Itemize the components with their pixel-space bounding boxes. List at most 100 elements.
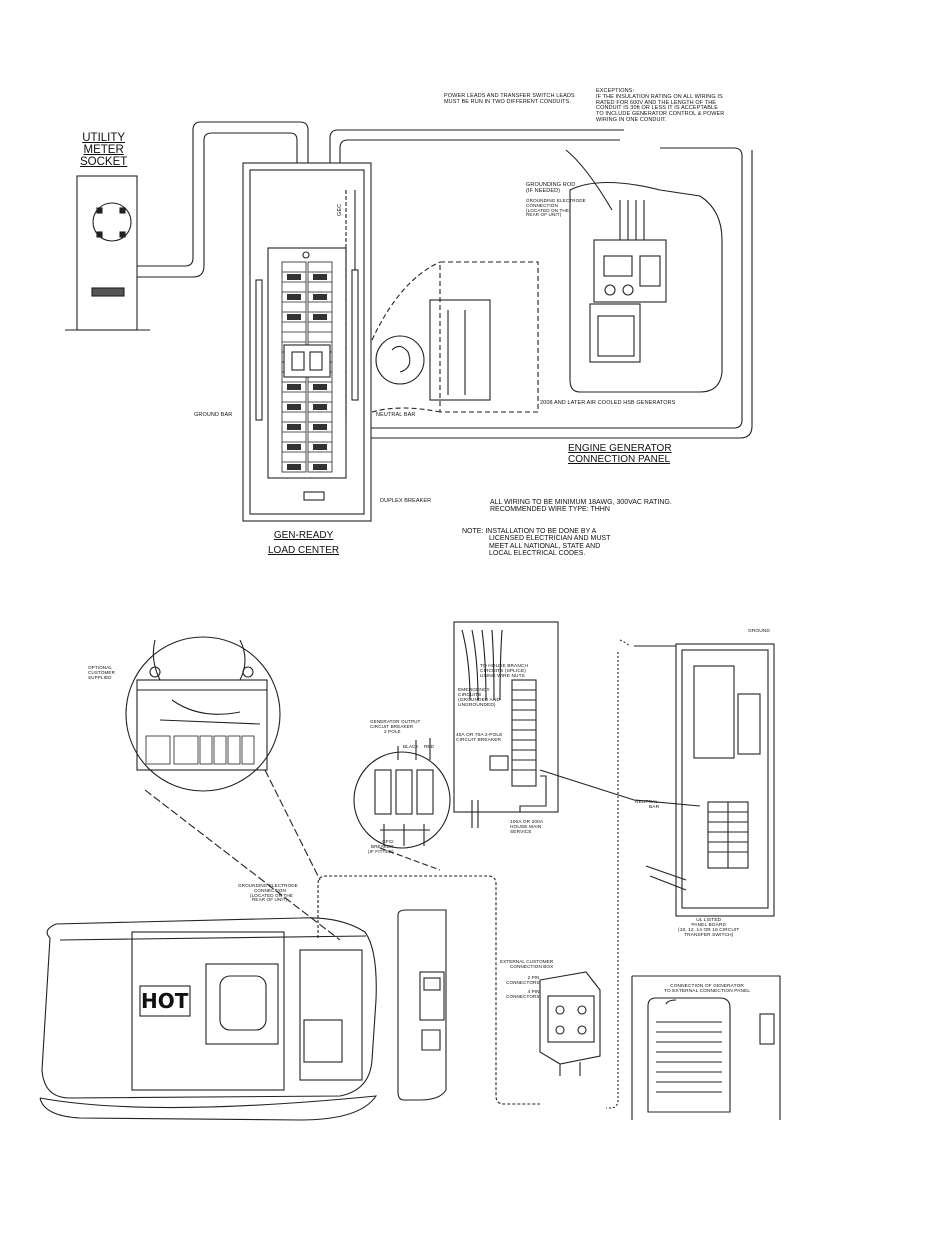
label-line: LOAD CENTER [268,544,340,556]
gen-output-breaker-label: GENERATOR OUTPUT CIRCUIT BREAKER 2 POLE [370,719,421,734]
red-wire-label: RED [424,744,434,749]
label-line: CONNECTION [254,887,286,893]
label-line: USING WIRE NUTS [480,674,525,680]
label-line: PANEL BOARD [691,923,727,929]
gen-ready-load-center [242,162,372,522]
generators-caption: 2008 AND LATER AIR COOLED HSB GENERATORS [540,400,676,406]
note-line: POWER LEADS AND TRANSFER SWITCH LEADS [444,93,575,99]
label-line: CIRCUIT BREAKER [370,723,414,729]
duplex-breaker-label: DUPLEX BREAKER [380,498,432,504]
label-line: GENERATOR OUTPUT [370,719,421,724]
label-line: UTILITY [82,132,126,144]
note-line: RECOMMENDED WIRE TYPE: THHN [490,506,610,514]
label-line: TRANSFER SWITCH) [684,933,734,939]
label-line: TO HOUSE BRANCH [480,664,529,669]
house-branch-label: TO HOUSE BRANCH CIRCUITS (SPLICE) USING … [480,664,528,679]
black-wire-label: BLACK [403,744,419,749]
ul-listed-label: UL LISTED PANEL BOARD (10, 12, 14 OR 16 … [678,918,739,938]
connection-external-label: CONNECTION OF GENERATOR TO EXTERNAL CONN… [664,984,750,994]
label-line: (10, 12, 14 OR 16 CIRCUIT [678,928,740,934]
four-pin-label: 4 PIN CONNECTORS [506,989,540,1000]
note-line: MEET ALL NATIONAL, STATE AND [489,542,601,550]
label-line: CIRCUITS (SPLICE) [480,669,526,675]
gec-label: GEC [337,203,343,216]
label-line: CONNECTION PANEL [568,453,671,465]
label-line: GROUNDING ELECTRODE [238,883,298,888]
label-line: CONNECTION [526,202,558,208]
note-line: ALL WIRING TO BE MINIMUM 18AWG, 300VAC R… [490,499,672,506]
emergency-circuits-label: EMERGENCY CIRCUITS (GROUNDED AND UNGROUN… [458,688,500,708]
utility-meter-socket [65,175,150,331]
label-line: GROUNDING ELECTRODE [526,198,586,203]
ground-bar-label: GROUND BAR [194,412,233,418]
label-line: TO EXTERNAL CONNECTION PANEL [664,989,751,995]
grounding-rod-label: GROUNDING ROD (IF NEEDED) [526,182,576,195]
note-line: NOTE: INSTALLATION TO BE DONE BY A [462,528,597,535]
note-line: LICENSED ELECTRICIAN AND MUST [489,535,611,543]
label-line: REAR OF UNIT) [252,897,288,903]
note-line: TO INCLUDE GENERATOR CONTROL & POWER [596,111,725,118]
note-line: WIRING IN ONE CONDUIT. [596,116,667,123]
label-line: (LOCATED ON THE [250,892,293,898]
neutral-bar-label: NEUTRAL BAR [376,412,416,418]
label-line: OPTIONAL [88,665,113,670]
utility-meter-socket-label: UTILITY METER SOCKET [80,132,127,168]
power-leads-note: POWER LEADS AND TRANSFER SWITCH LEADS MU… [444,93,575,106]
two-pole-breaker-label: 40A OR 70A 2-POLE CIRCUIT BREAKER [456,733,503,743]
label-line: SUPPLIED [88,674,112,680]
label-line: CIRCUIT BREAKER [456,738,502,744]
house-main-label: 100A OR 200A HOUSE MAIN SERVICE [510,820,543,835]
label-line: GROUNDING ROD [526,182,576,188]
label-line: (LOCATED ON THE [526,207,569,213]
gfci-breaker-label: GFCI BREAKER (IF FITTED) [368,839,394,854]
label-line: REAR OF UNIT) [526,212,562,218]
label-line: 2 PIN [527,975,540,980]
generator-conduits [329,129,753,439]
neutral-bar-leader [539,769,701,807]
note-line: MUST BE RUN IN TWO DIFFERENT CONDUITS. [444,98,571,105]
label-line: 100A OR 200A [510,820,544,825]
label-line: ENGINE GENERATOR [568,443,672,454]
label-line: (IF FITTED) [368,848,394,854]
label-line: SOCKET [80,156,128,169]
label-line: UL LISTED [696,918,722,923]
meter-conduit [137,121,309,278]
label-line: BAR [649,805,660,811]
neutral-bar-bottom-label: NEUTRAL BAR [635,800,659,810]
label-line: GEN-READY [273,530,334,541]
neutral-bar-detail [371,261,539,413]
label-line: HOUSE MAIN [510,825,542,831]
engine-generator-panel [565,149,723,393]
ground-label: GROUND [748,629,770,634]
note-line: RATED FOR 600V AND THE LENGTH OF THE [596,99,717,106]
gen-ready-load-center-label: GEN-READY LOAD CENTER [268,530,340,556]
external-connection-box [539,971,601,1076]
note-line: LOCAL ELECTRICAL CODES. [489,550,586,558]
external-box-label: EXTERNAL CUSTOMER CONNECTION BOX [500,959,554,970]
label-line: EXTERNAL CUSTOMER [500,959,554,964]
label-line: EMERGENCY [458,688,490,693]
generator-unit [39,917,378,1121]
zoom-panel-circle [125,636,341,941]
installation-note: NOTE: INSTALLATION TO BE DONE BY A LICEN… [462,528,610,557]
label-line: GFCI [382,839,394,844]
label-line: CUSTOMER [88,669,116,675]
note-line: CONDUIT IS 30ft OR LESS IT IS ACCEPTABLE [596,105,718,112]
label-line: CONNECTORS [506,979,540,985]
label-line: NEUTRAL [635,800,659,805]
label-line: BREAKER [370,843,394,849]
wiring-note: ALL WIRING TO BE MINIMUM 18AWG, 300VAC R… [490,499,672,514]
generator-sketch [631,975,781,1120]
two-pin-label: 2 PIN CONNECTORS [506,975,540,986]
label-line: CIRCUITS [458,693,482,699]
label-line: CONNECTION OF GENERATOR [670,984,744,989]
grounding-electrode-label-top: GROUNDING ELECTRODE CONNECTION (LOCATED … [526,198,586,218]
optional-customer-supplied-label: OPTIONAL CUSTOMER SUPPLIED [88,665,116,680]
exceptions-note: EXCEPTIONS: IF THE INSULATION RATING ON … [596,88,725,124]
label-line: CONNECTORS [506,993,540,999]
label-line: SERVICE [510,830,532,836]
note-line: EXCEPTIONS: [596,88,635,94]
engine-generator-panel-label: ENGINE GENERATOR CONNECTION PANEL [568,443,672,465]
label-line: (GROUNDED AND [458,698,501,704]
